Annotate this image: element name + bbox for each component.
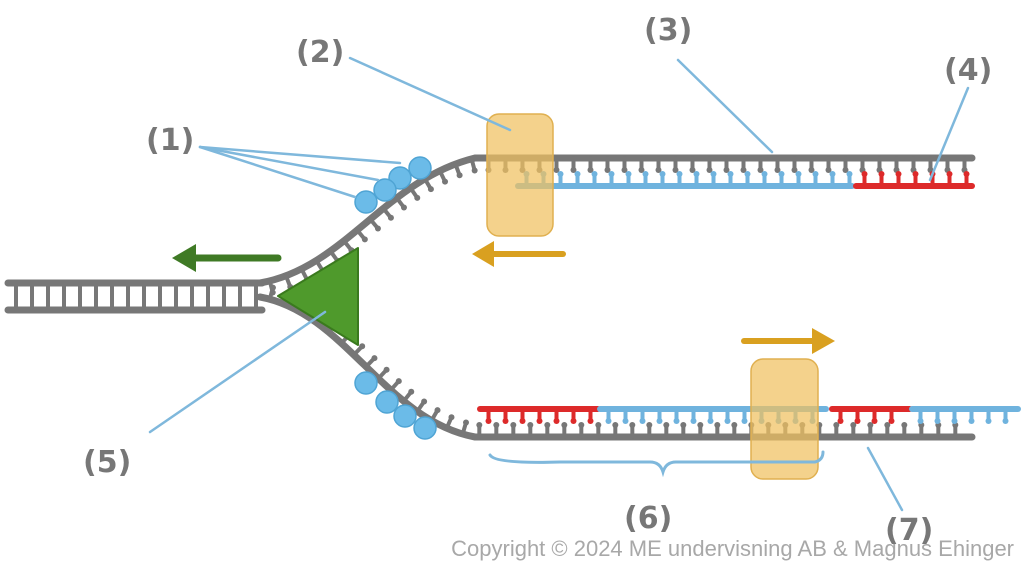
single-strand-binding-proteins [354, 156, 437, 440]
dna-polymerase-bottom [750, 358, 819, 480]
arrow-left-icon [472, 241, 566, 267]
dna-polymerase-top [486, 113, 554, 237]
arrow-right-icon [741, 328, 835, 354]
top-template-strand [256, 154, 976, 296]
label-6: (6) [624, 501, 672, 536]
copyright-notice: Copyright © 2024 ME undervisning AB & Ma… [451, 536, 1014, 561]
label-5: (5) [83, 445, 131, 480]
label-4: (4) [944, 53, 992, 88]
lagging-strand-okazaki-fragments [477, 406, 1021, 424]
arrow-left-icon [172, 244, 282, 272]
helicase-triangle [277, 247, 359, 346]
label-3: (3) [644, 13, 692, 48]
label-1: (1) [146, 123, 194, 158]
label-7: (7) [885, 513, 933, 548]
leader-lines [148, 56, 970, 512]
okazaki-brace [488, 450, 825, 478]
leading-strand-new-dna [515, 171, 855, 189]
rna-primer-leading [853, 171, 975, 189]
bottom-template-strand [256, 284, 976, 441]
label-2: (2) [296, 35, 344, 70]
parental-dna-double-strand [4, 279, 266, 314]
